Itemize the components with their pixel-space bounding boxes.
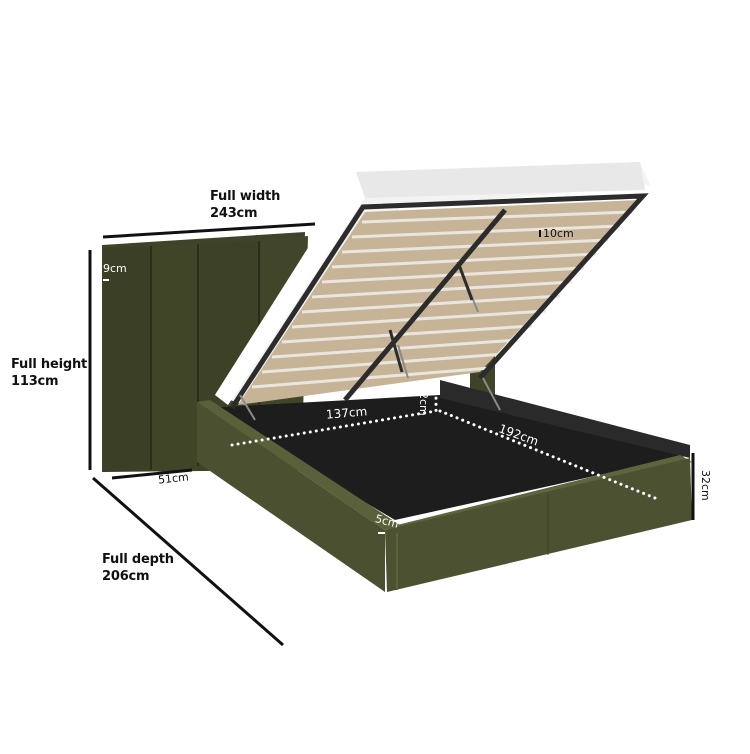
rail-thickness-tick	[378, 532, 385, 534]
interior-dotted-lines	[230, 376, 662, 502]
base-left-side	[197, 402, 385, 592]
full-depth-label: Full depth 206cm	[102, 551, 174, 585]
base-foot-end	[385, 458, 692, 592]
headboard-panel	[153, 244, 197, 470]
dimension-lines	[88, 222, 695, 647]
full-height-value: 113cm	[11, 374, 59, 389]
slat-gap-label: 10cm	[543, 227, 574, 240]
storage-base	[197, 380, 692, 592]
full-height-title: Full height	[11, 357, 88, 372]
width-dimension-line	[102, 222, 316, 239]
full-depth-title: Full depth	[102, 552, 174, 567]
full-width-label: Full width 243cm	[210, 188, 280, 222]
depth-dimension-line	[92, 476, 284, 647]
storage-depth-label: 22cm	[417, 385, 430, 416]
headboard-panel	[103, 246, 150, 472]
storage-width-dots	[230, 376, 438, 447]
metal-frame	[229, 193, 649, 410]
full-height-label: Full height 113cm	[11, 356, 87, 390]
full-depth-value: 206cm	[102, 569, 150, 584]
full-width-value: 243cm	[210, 206, 258, 221]
lift-up-platform	[215, 162, 650, 421]
slat-gap-tick	[539, 230, 541, 237]
panel-thickness-tick	[103, 279, 109, 281]
panel-thickness-label: 9cm	[103, 262, 127, 275]
headboard-depth-line	[111, 468, 193, 480]
full-width-title: Full width	[210, 189, 281, 204]
base-height-label: 32cm	[699, 470, 712, 501]
